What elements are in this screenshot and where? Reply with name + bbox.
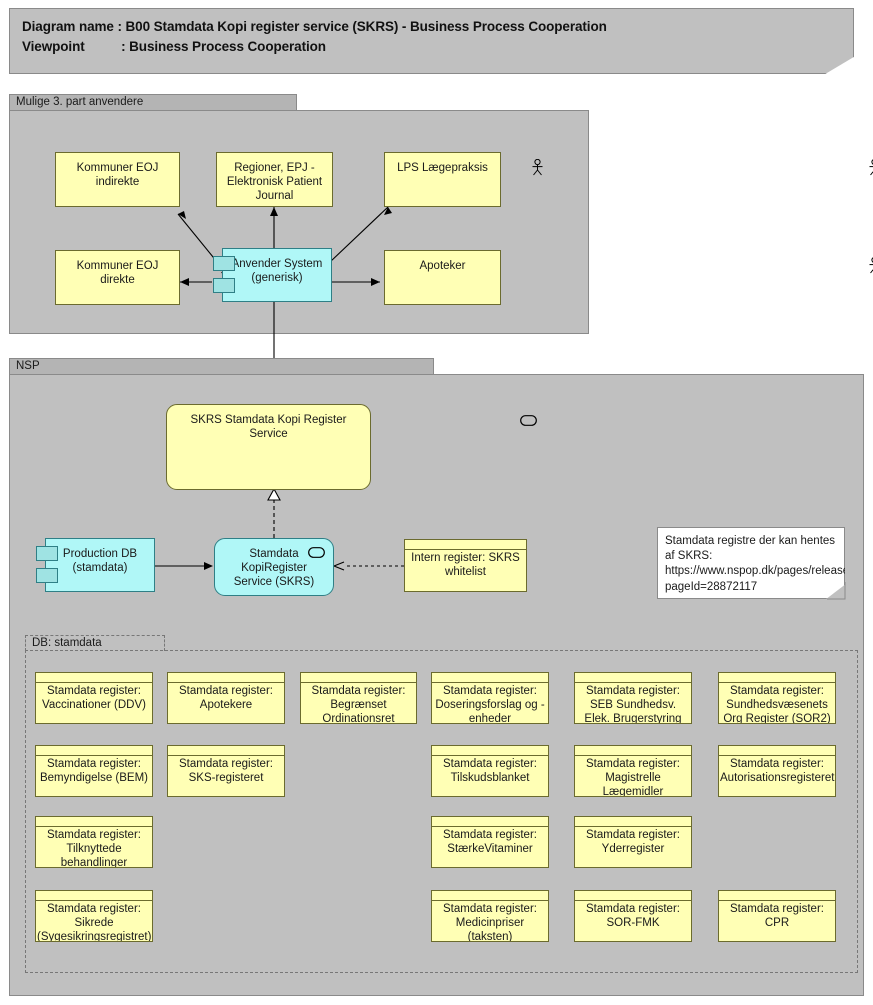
group-tab-db-stamdata: DB: stamdata [25,635,165,651]
component-icon [36,546,58,561]
register-doseringsforslag[interactable]: Stamdata register: Doseringsforslag og -… [431,672,549,724]
group-tab-consumers: Mulige 3. part anvendere [9,94,297,111]
register-header-strip [405,540,526,550]
register-header-strip [719,891,835,901]
diagram-name-line: Diagram name : B00 Stamdata Kopi registe… [22,19,607,34]
register-label: Stamdata register: StærkeVitaminer [443,829,537,856]
component-icon [36,568,58,583]
register-label: Stamdata register: Bemyndigelse (BEM) [39,758,148,785]
register-yderregister[interactable]: Stamdata register: Yderregister [574,816,692,868]
actor-icon [869,257,873,274]
register-vaccinationer-ddv[interactable]: Stamdata register: Vaccinationer (DDV) [35,672,153,724]
actor-apoteker[interactable]: Apoteker [384,250,873,305]
register-header-strip [301,673,416,683]
register-medicinpriser-taksten[interactable]: Stamdata register: Medicinpriser (takste… [431,890,549,942]
register-label: Stamdata register: SKS-registeret [179,758,273,785]
register-header-strip [575,817,691,827]
actor-label: Regioner, EPJ - Elektronisk Patient Jour… [226,162,323,203]
register-header-strip [36,891,152,901]
group-title-db-stamdata: DB: stamdata [32,637,102,649]
actor-kommuner-eoj-indirekte[interactable]: Kommuner EOJ indirekte [55,152,231,207]
register-label: Stamdata register: Autorisationsregister… [720,758,835,785]
register-label: Stamdata register: Yderregister [586,829,680,856]
note-fold-icon [827,582,846,600]
component-label: Stamdata KopiRegister Service (SKRS) [233,548,315,589]
note-stamdata-registre: Stamdata registre der kan hentes af SKRS… [657,527,845,599]
diagram-title-banner: Diagram name : B00 Stamdata Kopi registe… [9,8,854,74]
service-skrs-stamdata-kopi-register[interactable]: SKRS Stamdata Kopi Register Service [166,404,537,490]
register-label: Stamdata register: Apotekere [179,685,273,712]
actor-icon [869,159,873,176]
register-label: Intern register: SKRS whitelist [411,552,520,579]
register-label: Stamdata register: Magistrelle Lægemidle… [586,758,680,797]
component-anvender-system[interactable]: Anvender System (generisk) [213,248,332,302]
register-tilknyttede-behandlinger[interactable]: Stamdata register: Tilknyttede behandlin… [35,816,153,868]
register-label: Stamdata register: Begrænset Ordinations… [311,685,406,724]
register-header-strip [432,817,548,827]
actor-icon [532,159,543,176]
note-text: Stamdata registre der kan hentes af SKRS… [665,535,872,593]
actor-kommuner-eoj-direkte[interactable]: Kommuner EOJ direkte [55,250,231,305]
register-skrs-whitelist[interactable]: Intern register: SKRS whitelist [404,539,527,592]
register-sikrede[interactable]: Stamdata register: Sikrede (Sygesikrings… [35,890,153,942]
viewpoint-line: Viewpoint : Business Process Cooperation [22,39,326,54]
register-header-strip [36,746,152,756]
group-tab-nsp: NSP [9,358,434,375]
register-label: Stamdata register: Vaccinationer (DDV) [42,685,146,712]
register-header-strip [432,673,548,683]
register-apotekere[interactable]: Stamdata register: Apotekere [167,672,285,724]
actor-label: Kommuner EOJ indirekte [76,162,159,189]
service-icon [308,547,325,558]
register-header-strip [168,673,284,683]
register-seb-sundhedsv[interactable]: Stamdata register: SEB Sundhedsv. Elek. … [574,672,692,724]
register-label: Stamdata register: SOR-FMK [586,903,680,930]
actor-lps-laegepraksis[interactable]: LPS Lægepraksis [384,152,873,207]
register-header-strip [719,673,835,683]
register-header-strip [575,746,691,756]
component-label: Anvender System (generisk) [231,258,323,285]
service-icon [520,415,537,426]
register-staerkevitaminer[interactable]: Stamdata register: StærkeVitaminer [431,816,549,868]
register-bemyndigelse-bem[interactable]: Stamdata register: Bemyndigelse (BEM) [35,745,153,797]
actor-label: LPS Lægepraksis [397,162,488,174]
register-sor2[interactable]: Stamdata register: Sundhedsvæsenets Org … [718,672,836,724]
register-label: Stamdata register: Doseringsforslag og -… [435,685,545,724]
group-db-stamdata: DB: stamdata [25,635,858,973]
register-label: Stamdata register: SEB Sundhedsv. Elek. … [584,685,682,724]
service-label: SKRS Stamdata Kopi Register Service [190,414,347,441]
register-begraenset-ordinationsret[interactable]: Stamdata register: Begrænset Ordinations… [300,672,417,724]
register-autorisationsregisteret[interactable]: Stamdata register: Autorisationsregister… [718,745,836,797]
register-header-strip [575,673,691,683]
register-label: Stamdata register: Tilskudsblanket [443,758,537,785]
register-label: Stamdata register: Sundhedsvæsenets Org … [723,685,831,724]
component-label: Production DB (stamdata) [62,548,138,575]
register-header-strip [575,891,691,901]
register-header-strip [432,746,548,756]
register-header-strip [432,891,548,901]
register-header-strip [168,746,284,756]
component-production-db[interactable]: Production DB (stamdata) [36,538,155,592]
component-icon [213,256,235,271]
group-body-db-stamdata [25,650,858,973]
group-title-nsp: NSP [16,360,40,372]
group-title-consumers: Mulige 3. part anvendere [16,96,144,108]
register-magistrelle-laegemidler[interactable]: Stamdata register: Magistrelle Lægemidle… [574,745,692,797]
register-tilskudsblanket[interactable]: Stamdata register: Tilskudsblanket [431,745,549,797]
register-label: Stamdata register: Tilknyttede behandlin… [47,829,141,868]
register-header-strip [719,746,835,756]
component-stamdata-kopiregister-service[interactable]: Stamdata KopiRegister Service (SKRS) [214,538,334,596]
register-label: Stamdata register: Sikrede (Sygesikrings… [37,903,152,942]
register-header-strip [36,673,152,683]
register-header-strip [36,817,152,827]
register-sks-registeret[interactable]: Stamdata register: SKS-registeret [167,745,285,797]
component-icon [213,278,235,293]
actor-label: Kommuner EOJ direkte [76,260,159,287]
actor-label: Apoteker [419,260,466,272]
register-cpr[interactable]: Stamdata register: CPR [718,890,836,942]
register-label: Stamdata register: Medicinpriser (takste… [443,903,537,942]
register-sor-fmk[interactable]: Stamdata register: SOR-FMK [574,890,692,942]
actor-regioner-epj[interactable]: Regioner, EPJ - Elektronisk Patient Jour… [216,152,543,207]
register-label: Stamdata register: CPR [730,903,824,930]
